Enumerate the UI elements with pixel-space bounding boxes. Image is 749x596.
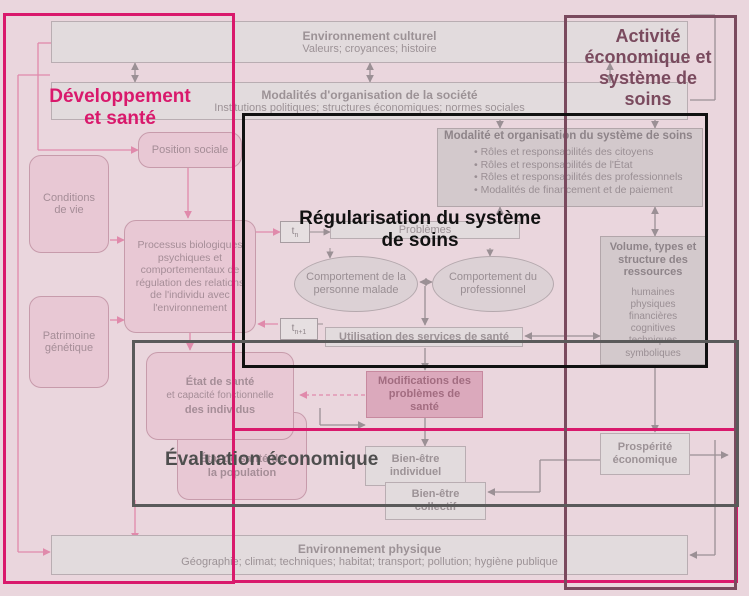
modifications-label: Modifications des problèmes de santé (378, 375, 471, 413)
position-sociale-box: Position sociale (138, 132, 242, 168)
list-item: humaines (631, 286, 675, 298)
etat-individus-box: État de santé et capacité fonctionnelle … (146, 352, 294, 440)
tn-label: t (291, 225, 295, 237)
comportement-pro-ellipse: Comportement du professionnel (432, 256, 554, 312)
patrimoine-genetique-label: Patrimoine génétique (42, 330, 96, 354)
env-culturel-title: Environnement culturel (302, 29, 437, 43)
comportement-malade-ellipse: Comportement de la personne malade (294, 256, 418, 312)
processus-box: Processus biologiques psychiques et comp… (124, 220, 256, 333)
tn-subscript: n (294, 231, 299, 239)
conditions-vie-box: Conditions de vie (29, 155, 109, 253)
problemes-box: Problèmes (330, 221, 520, 239)
comportement-pro-label: Comportement du professionnel (448, 271, 538, 296)
etat-individus-line2: et capacité fonctionnelle (166, 390, 274, 401)
tn-marker: tn (280, 221, 310, 243)
ressources-title: Volume, types et structure des ressource… (609, 241, 697, 278)
modalite-systeme-title: Modalité et organisation du système de s… (444, 130, 693, 142)
modalites-societe-title: Modalités d'organisation de la société (261, 88, 478, 102)
modifications-box: Modifications des problèmes de santé (366, 371, 483, 418)
tn1-label: t (291, 322, 295, 334)
patrimoine-genetique-box: Patrimoine génétique (29, 296, 109, 388)
list-item: techniques (628, 335, 678, 347)
env-culturel-subtitle: Valeurs; croyances; histoire (302, 43, 437, 55)
utilisation-services-label: Utilisation des services de santé (339, 331, 509, 343)
modalites-societe-subtitle: Institutions politiques; structures écon… (214, 102, 525, 114)
processus-label: Processus biologiques psychiques et comp… (135, 239, 245, 314)
tn1-marker: tn+1 (280, 318, 318, 340)
bien-etre-individuel-label: Bien-être individuel (389, 453, 442, 478)
list-item: Rôles et responsabilités des professionn… (474, 171, 696, 184)
utilisation-services-box: Utilisation des services de santé (325, 327, 523, 347)
label-evaluation: Évaluation économique (165, 449, 379, 470)
modalite-systeme-box: Modalité et organisation du système de s… (437, 128, 703, 207)
list-item: Modalités de financement et de paiement (474, 184, 696, 197)
label-developpement: Développement et santé (49, 86, 191, 129)
list-item: financières (628, 310, 678, 322)
label-regularisation: Régularisation du système de soins (299, 208, 541, 251)
tn1-subscript: n+1 (294, 328, 307, 336)
comportement-malade-label: Comportement de la personne malade (306, 271, 406, 296)
list-item: symboliques (625, 347, 681, 359)
list-item: cognitives (630, 323, 676, 335)
env-physique-box: Environnement physique Géographie; clima… (51, 535, 688, 575)
ressources-list: humaines physiques financières cognitive… (601, 287, 705, 360)
etat-population-label: État de santé de la population (199, 453, 285, 479)
prosperite-label: Prospérité économique (612, 441, 678, 466)
env-physique-title: Environnement physique (297, 542, 442, 556)
position-sociale-label: Position sociale (151, 144, 229, 156)
problemes-label: Problèmes (398, 224, 452, 236)
list-item: Rôles et responsabilités des citoyens (474, 146, 696, 159)
modalite-systeme-list: Rôles et responsabilités des citoyens Rô… (444, 146, 696, 196)
etat-individus-line1: État de santé (185, 376, 255, 388)
conditions-vie-label: Conditions de vie (43, 192, 95, 216)
label-activite: Activité économique et système de soins (584, 26, 712, 109)
ressources-box: Volume, types et structure des ressource… (600, 236, 706, 365)
bien-etre-collectif-box: Bien-être collectif (385, 482, 486, 520)
env-culturel-box: Environnement culturel Valeurs; croyance… (51, 21, 688, 63)
list-item: physiques (630, 298, 676, 310)
bien-etre-collectif-label: Bien-être collectif (411, 488, 460, 513)
env-physique-subtitle: Géographie; climat; techniques; habitat;… (181, 556, 558, 568)
etat-individus-line3: des individus (184, 404, 256, 416)
prosperite-box: Prospérité économique (600, 433, 690, 475)
list-item: Rôles et responsabilités de l'État (474, 159, 696, 172)
